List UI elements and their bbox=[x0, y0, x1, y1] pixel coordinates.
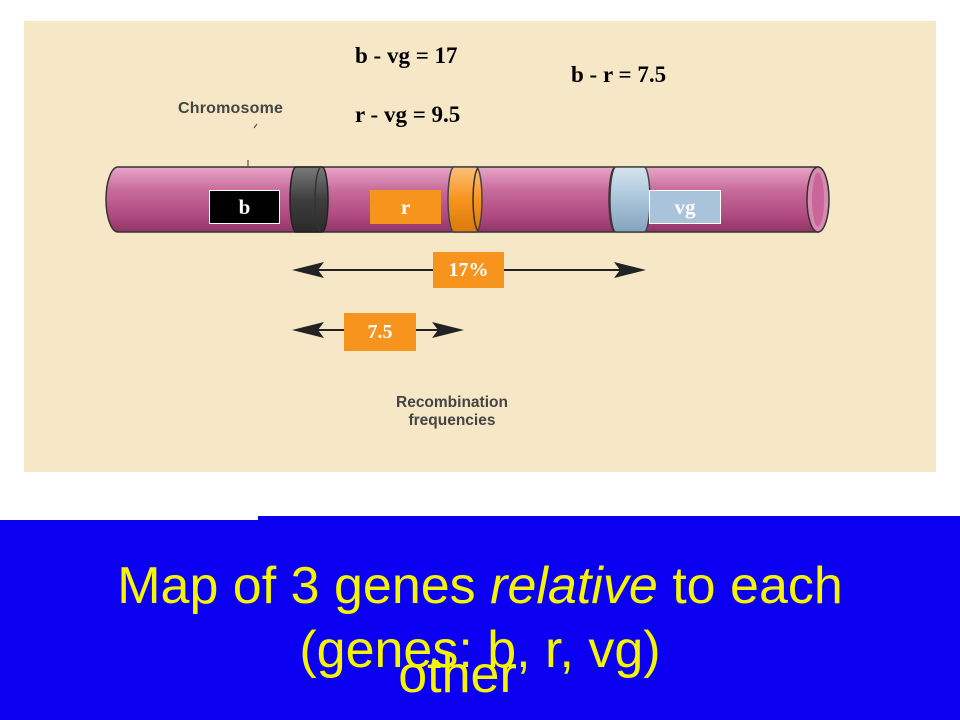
equation-b-vg: b - vg = 17 bbox=[355, 43, 458, 68]
gene-vg-label: vg bbox=[649, 190, 721, 224]
band-orange bbox=[447, 166, 483, 233]
title-band-notch bbox=[0, 516, 258, 520]
recombination-label-line1: Recombination bbox=[396, 394, 508, 411]
band-blue bbox=[609, 166, 651, 233]
frequency-b-vg-label: 17% bbox=[433, 252, 504, 288]
recombination-label-line2: frequencies bbox=[408, 412, 496, 429]
equation-r-vg: r - vg = 9.5 bbox=[355, 102, 461, 127]
title-part2: to each bbox=[657, 557, 843, 615]
title-relative: relative bbox=[490, 557, 658, 615]
equation-b-r: b - r = 7.5 bbox=[571, 62, 667, 87]
gene-r-label: r bbox=[370, 190, 441, 224]
title-line-2: (genes: b, r, vg) bbox=[299, 621, 661, 679]
white-notch bbox=[0, 472, 258, 520]
chromosome-pointer-line bbox=[247, 123, 258, 168]
title-line-3: other bbox=[398, 646, 517, 704]
band-edge-lines bbox=[314, 167, 615, 232]
chromosome-label: Chromosome bbox=[178, 100, 284, 117]
figure-panel bbox=[24, 21, 936, 472]
title-part1: Map of 3 genes bbox=[117, 557, 491, 615]
band-dark bbox=[289, 166, 329, 233]
recombination-label: Recombination frequencies bbox=[396, 394, 508, 430]
gene-b-label: b bbox=[209, 190, 280, 224]
frequency-b-r-label: 7.5 bbox=[344, 313, 416, 351]
title-band bbox=[0, 516, 960, 720]
title-line-1: Map of 3 genes relative to each bbox=[0, 556, 960, 616]
